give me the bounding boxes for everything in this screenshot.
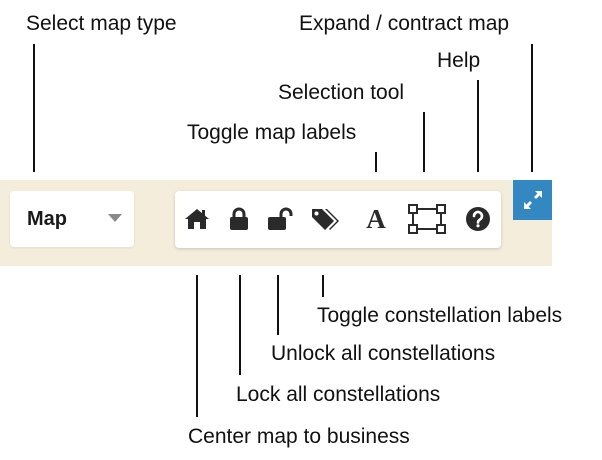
label-help: Help xyxy=(437,49,481,72)
selection-icon xyxy=(408,204,446,234)
unlock-icon xyxy=(268,207,293,230)
leader-center-map-to-business xyxy=(196,275,198,417)
leader-toggle-map-labels xyxy=(375,152,377,172)
leader-help xyxy=(477,80,479,172)
map-type-select-value: Map xyxy=(27,208,67,230)
tool-group: A xyxy=(175,191,501,248)
toggle-constellation-labels-button[interactable] xyxy=(309,203,341,235)
home-icon xyxy=(185,209,209,229)
tags-icon xyxy=(312,209,339,230)
label-select-map-type: Select map type xyxy=(26,12,177,35)
label-toggle-map-labels: Toggle map labels xyxy=(187,121,357,144)
selection-tool-button[interactable] xyxy=(407,203,447,235)
label-lock-all-constellations: Lock all constellations xyxy=(236,383,441,406)
text-icon: A xyxy=(366,204,386,234)
help-button[interactable] xyxy=(462,203,494,235)
label-toggle-constellation-labels: Toggle constellation labels xyxy=(317,304,563,327)
expand-contract-button[interactable] xyxy=(513,180,552,220)
leader-expand-contract-map xyxy=(531,44,533,172)
leader-lock-all-constellations xyxy=(239,275,241,375)
lock-icon xyxy=(230,207,248,230)
leader-selection-tool xyxy=(423,112,425,172)
leader-toggle-constellation-labels xyxy=(322,275,324,297)
label-expand-contract-map: Expand / contract map xyxy=(299,12,510,35)
leader-unlock-all-constellations xyxy=(277,275,279,335)
label-center-map-to-business: Center map to business xyxy=(188,425,410,448)
help-icon xyxy=(466,207,490,231)
lock-all-button[interactable] xyxy=(223,203,255,235)
unlock-all-button[interactable] xyxy=(264,203,296,235)
chevron-down-icon xyxy=(108,214,122,222)
expand-icon xyxy=(523,191,542,209)
toggle-map-labels-button[interactable]: A xyxy=(360,203,392,235)
label-unlock-all-constellations: Unlock all constellations xyxy=(271,342,496,365)
center-map-button[interactable] xyxy=(181,203,213,235)
map-type-select[interactable]: Map xyxy=(10,191,134,247)
label-selection-tool: Selection tool xyxy=(278,81,405,104)
leader-select-map-type xyxy=(33,44,35,172)
